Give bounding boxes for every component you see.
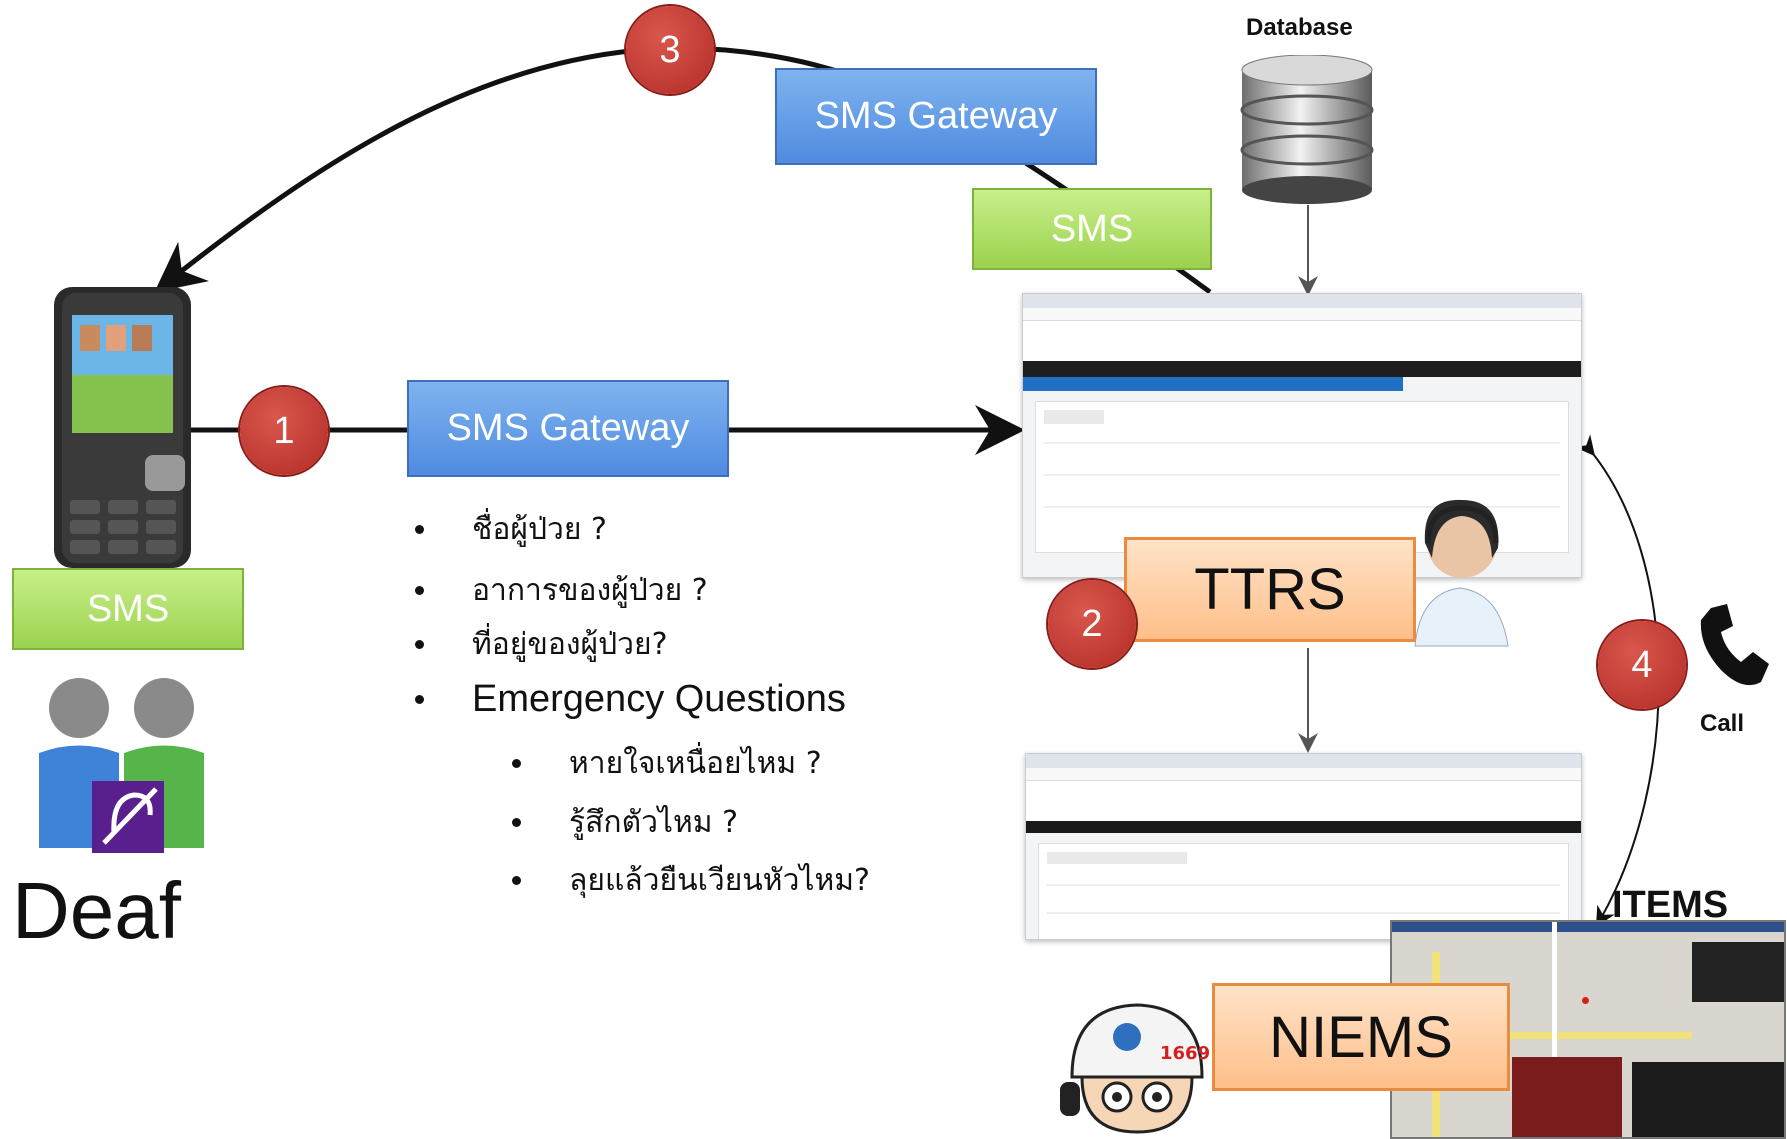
mobile-phone-icon [54, 287, 191, 568]
rescue-worker-icon: 1669 [1060, 1003, 1210, 1134]
database-icon [1240, 55, 1374, 204]
ttrs-box: TTRS [1124, 537, 1416, 642]
step-badge-4: 4 [1598, 621, 1686, 709]
deaf-label: Deaf [12, 866, 181, 955]
items-label: ITEMS [1612, 884, 1729, 926]
sms-left-box: SMS [12, 568, 244, 650]
niems-box: NIEMS [1212, 983, 1510, 1091]
step-badge-1: 1 [240, 387, 328, 475]
items-map-screenshot [1390, 920, 1786, 1139]
database-label: Database [1246, 14, 1353, 41]
operator-icon [1414, 499, 1509, 647]
step-badge-2: 2 [1048, 580, 1136, 668]
call-label: Call [1700, 710, 1745, 737]
sms-gateway-top-box: SMS Gateway [775, 68, 1097, 165]
svg-text:1669: 1669 [1160, 1043, 1210, 1064]
niems-screenshot [1025, 753, 1582, 940]
phone-call-icon [1700, 604, 1769, 686]
step-badge-3: 3 [626, 6, 714, 94]
sms-top-box: SMS [972, 188, 1212, 270]
deaf-people-icon [39, 678, 204, 853]
ttrs-screenshot [1022, 293, 1582, 578]
sms-gateway-mid-box: SMS Gateway [407, 380, 729, 477]
